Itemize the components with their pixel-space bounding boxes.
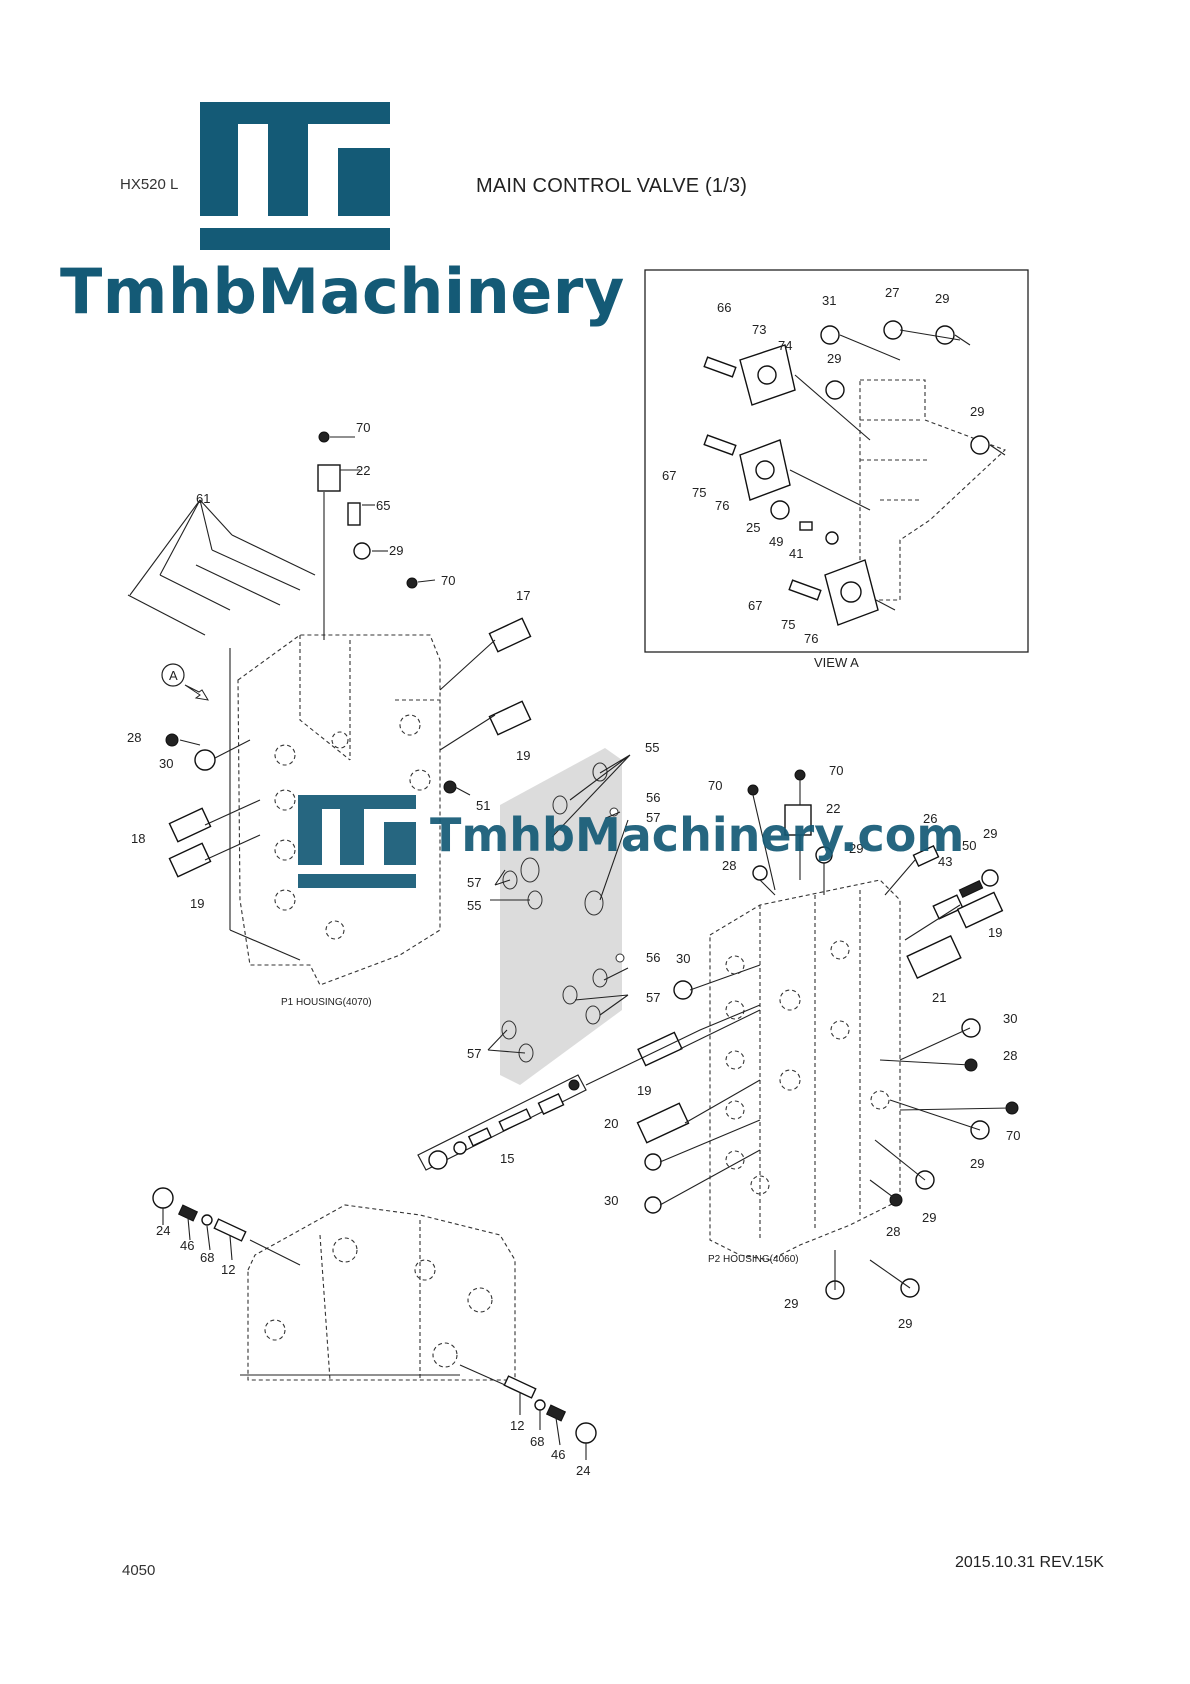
right-callouts: 70 70 22 26 29 50 43 29 28 19 30 21 30 2… [604, 763, 1020, 1331]
svg-text:24: 24 [576, 1463, 590, 1478]
svg-text:30: 30 [159, 756, 173, 771]
p2-housing-label: P2 HOUSING(4060) [708, 1254, 799, 1265]
svg-text:30: 30 [676, 951, 690, 966]
svg-text:70: 70 [708, 778, 722, 793]
svg-text:67: 67 [748, 598, 762, 613]
svg-text:57: 57 [646, 990, 660, 1005]
svg-text:68: 68 [200, 1250, 214, 1265]
svg-text:70: 70 [441, 573, 455, 588]
svg-text:29: 29 [389, 543, 403, 558]
svg-text:24: 24 [156, 1223, 170, 1238]
view-a-marker: A [161, 663, 209, 701]
svg-text:56: 56 [646, 950, 660, 965]
view-a-callouts: 66 73 74 31 27 29 29 29 67 75 76 25 49 4… [662, 285, 984, 646]
svg-text:66: 66 [717, 300, 731, 315]
svg-text:29: 29 [970, 404, 984, 419]
svg-text:46: 46 [551, 1447, 565, 1462]
view-a-caption: VIEW A [814, 655, 859, 670]
svg-text:28: 28 [886, 1224, 900, 1239]
p2-housing-drawing [585, 769, 1019, 1300]
svg-text:19: 19 [988, 925, 1002, 940]
revision-date: 2015.10.31 REV.15K [955, 1554, 1104, 1571]
left-callouts: 70 22 65 29 70 61 17 19 28 30 51 18 19 [127, 420, 530, 911]
svg-text:31: 31 [822, 293, 836, 308]
svg-text:21: 21 [932, 990, 946, 1005]
svg-text:57: 57 [467, 875, 481, 890]
svg-text:70: 70 [1006, 1128, 1020, 1143]
svg-text:29: 29 [784, 1296, 798, 1311]
svg-text:28: 28 [127, 730, 141, 745]
svg-text:76: 76 [715, 498, 729, 513]
svg-text:22: 22 [826, 801, 840, 816]
svg-text:18: 18 [131, 831, 145, 846]
svg-text:30: 30 [1003, 1011, 1017, 1026]
brand-watermark: TmhbMachinery.com [430, 808, 965, 862]
svg-text:22: 22 [356, 463, 370, 478]
view-a-panel [644, 269, 1029, 653]
svg-text:29: 29 [935, 291, 949, 306]
svg-text:43: 43 [938, 854, 952, 869]
seal-plate [417, 748, 631, 1171]
svg-text:15: 15 [500, 1151, 514, 1166]
page-title: MAIN CONTROL VALVE (1/3) [476, 175, 748, 197]
svg-text:12: 12 [510, 1418, 524, 1433]
bottom-callouts: 24 46 68 12 12 68 46 24 [156, 1223, 590, 1478]
svg-text:55: 55 [645, 740, 659, 755]
model-label: HX520 L [120, 176, 179, 193]
svg-text:65: 65 [376, 498, 390, 513]
svg-text:57: 57 [646, 810, 660, 825]
svg-text:25: 25 [746, 520, 760, 535]
svg-text:74: 74 [778, 338, 792, 353]
svg-text:70: 70 [356, 420, 370, 435]
svg-text:19: 19 [190, 896, 204, 911]
svg-text:75: 75 [692, 485, 706, 500]
view-marker-letter: A [169, 668, 178, 683]
svg-text:75: 75 [781, 617, 795, 632]
watermark-logo-icon [298, 795, 416, 888]
brand-logo-icon [200, 102, 390, 250]
svg-text:19: 19 [516, 748, 530, 763]
svg-text:46: 46 [180, 1238, 194, 1253]
bottom-detail-drawing [152, 1187, 597, 1460]
svg-text:29: 29 [849, 841, 863, 856]
brand-name: TmhbMachinery [60, 255, 625, 328]
svg-text:29: 29 [898, 1316, 912, 1331]
svg-text:56: 56 [646, 790, 660, 805]
svg-text:12: 12 [221, 1262, 235, 1277]
p1-housing-drawing [127, 431, 532, 986]
svg-text:68: 68 [530, 1434, 544, 1449]
svg-text:28: 28 [1003, 1048, 1017, 1063]
svg-text:19: 19 [637, 1083, 651, 1098]
svg-text:20: 20 [604, 1116, 618, 1131]
svg-text:51: 51 [476, 798, 490, 813]
svg-text:29: 29 [970, 1156, 984, 1171]
page-number: 4050 [122, 1562, 156, 1579]
svg-text:57: 57 [467, 1046, 481, 1061]
svg-text:41: 41 [789, 546, 803, 561]
svg-text:26: 26 [923, 811, 937, 826]
svg-text:73: 73 [752, 322, 766, 337]
svg-text:29: 29 [983, 826, 997, 841]
svg-text:55: 55 [467, 898, 481, 913]
svg-text:29: 29 [922, 1210, 936, 1225]
middle-callouts: 55 56 57 57 55 56 57 57 15 [467, 740, 660, 1166]
svg-text:27: 27 [885, 285, 899, 300]
svg-text:30: 30 [604, 1193, 618, 1208]
svg-text:67: 67 [662, 468, 676, 483]
svg-text:17: 17 [516, 588, 530, 603]
svg-text:61: 61 [196, 491, 210, 506]
svg-text:29: 29 [827, 351, 841, 366]
svg-text:76: 76 [804, 631, 818, 646]
svg-text:50: 50 [962, 838, 976, 853]
svg-text:70: 70 [829, 763, 843, 778]
svg-text:49: 49 [769, 534, 783, 549]
svg-text:28: 28 [722, 858, 736, 873]
p1-housing-label: P1 HOUSING(4070) [281, 997, 372, 1008]
